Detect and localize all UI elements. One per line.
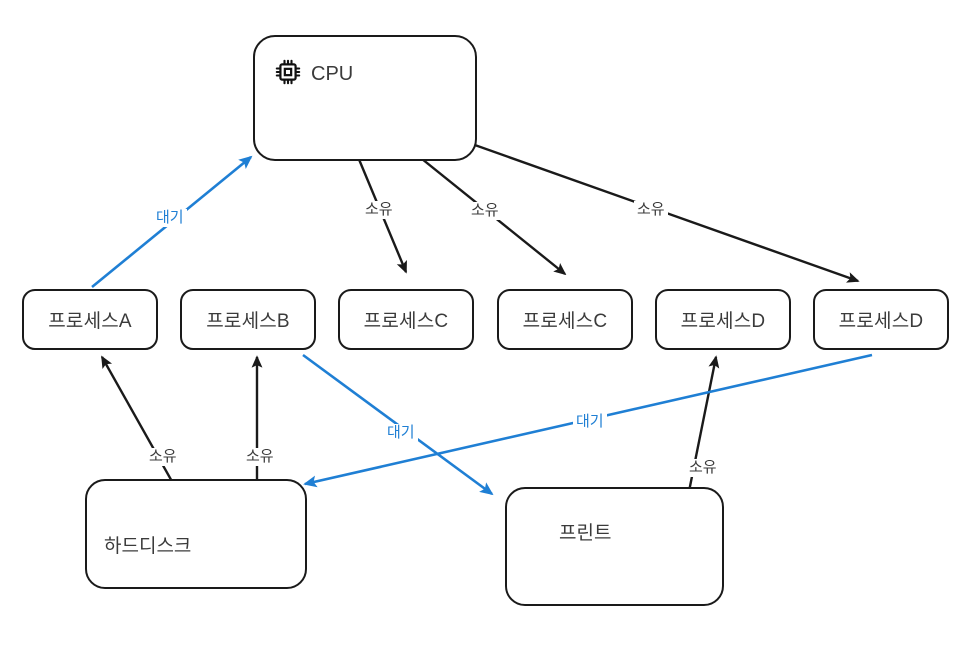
process-label-processD-2: 프로세스D [838,311,924,332]
edge-label-own-cpu-processC-2: 소유 [468,202,502,220]
process-label-processC-1: 프로세스C [363,311,449,332]
cpu-chip-icon [274,58,302,91]
process-node-processC-2[interactable]: 프로세스C [497,289,633,350]
process-node-processB[interactable]: 프로세스B [180,289,316,350]
resource-label-cpu: CPU [311,63,354,85]
edge-label-wait-processB-print: 대기 [384,424,418,442]
process-node-processC-1[interactable]: 프로세스C [338,289,474,350]
process-label-processC-2: 프로세스C [522,311,608,332]
process-label-processB: 프로세스B [206,311,290,332]
edge-label-wait-processA-cpu: 대기 [153,209,187,227]
edge-label-own-print-processD: 소유 [686,459,720,477]
process-label-processA: 프로세스A [48,311,132,332]
edge-label-own-harddisk-processB: 소유 [243,448,277,466]
edge-label-own-cpu-processC-1: 소유 [362,201,396,219]
process-node-processA[interactable]: 프로세스A [22,289,158,350]
resource-label-print: 프린트 [559,523,612,544]
resource-node-harddisk[interactable] [85,479,307,589]
cpu-header: CPU [274,58,353,91]
resource-node-print[interactable] [505,487,724,606]
process-node-processD-2[interactable]: 프로세스D [813,289,949,350]
process-node-processD-1[interactable]: 프로세스D [655,289,791,350]
resource-node-cpu[interactable] [253,35,477,161]
edge-label-own-cpu-processD: 소유 [634,201,668,219]
edge-label-wait-processD-harddisk: 대기 [573,413,607,431]
edge-label-own-harddisk-processA: 소유 [146,448,180,466]
resource-label-harddisk: 하드디스크 [104,536,192,557]
process-label-processD-1: 프로세스D [680,311,766,332]
